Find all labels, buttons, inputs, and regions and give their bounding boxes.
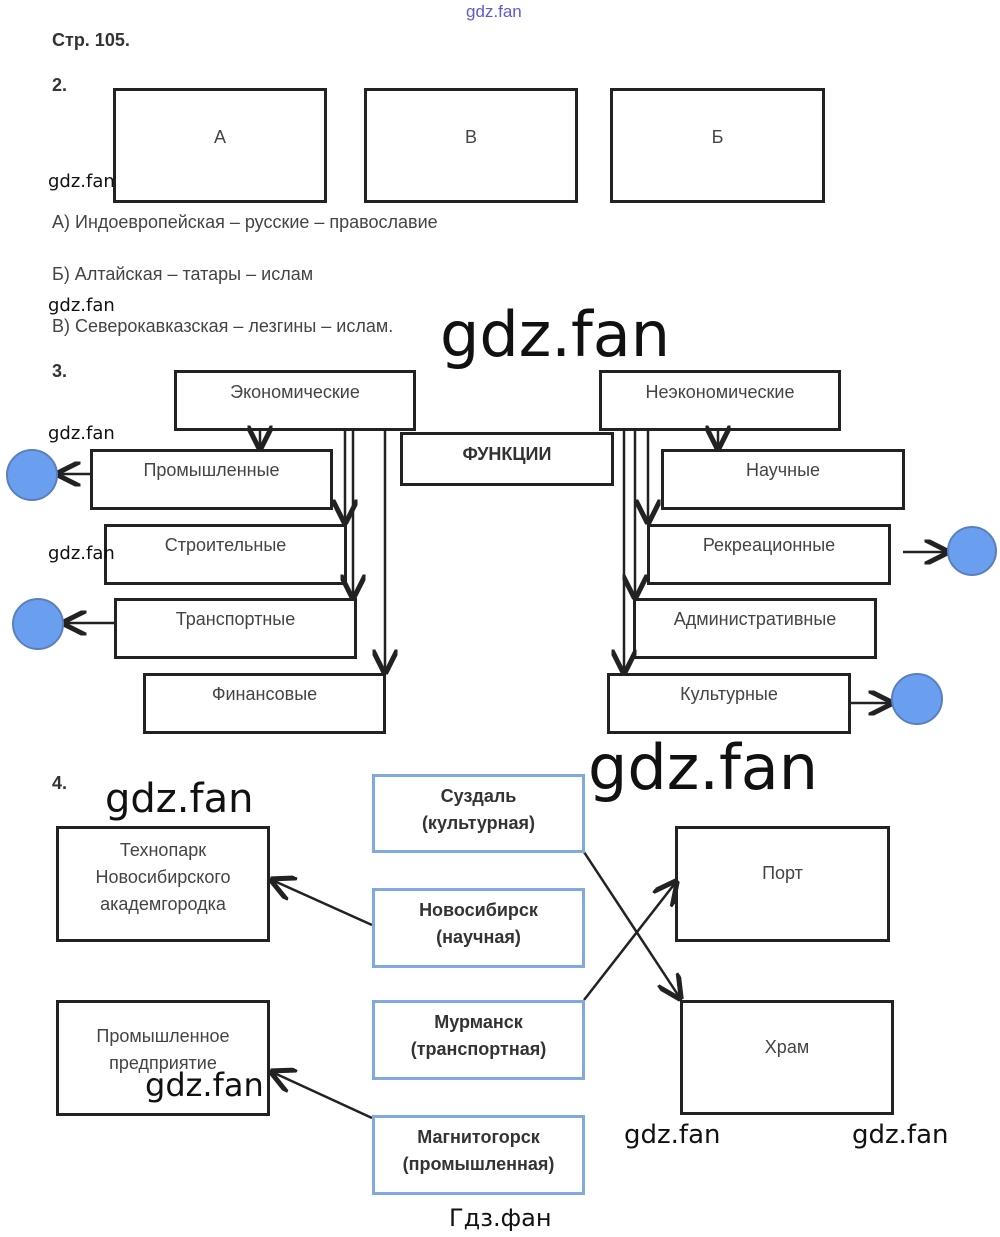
watermark: gdz.fan bbox=[105, 776, 254, 822]
circle-marker bbox=[6, 449, 58, 501]
task-number: 4. bbox=[52, 773, 68, 793]
answer-line: В) Северокавказская – лезгины – ислам. bbox=[52, 316, 394, 336]
page-label: Стр. 105. bbox=[52, 30, 130, 50]
function-box: Финансовые bbox=[143, 673, 386, 734]
watermark: gdz.fan bbox=[852, 1120, 949, 1150]
function-box: Культурные bbox=[607, 673, 851, 734]
watermark: gdz.fan bbox=[48, 423, 115, 444]
non-economic-box: Неэкономические bbox=[599, 370, 841, 431]
arrow bbox=[583, 882, 676, 1001]
function-box: Промышленные bbox=[90, 449, 333, 510]
target-box: Технопарк Новосибирского академгородка bbox=[56, 826, 270, 942]
function-box: Строительные bbox=[104, 524, 347, 585]
watermark: gdz.fan bbox=[466, 2, 522, 21]
city-name: Мурманск bbox=[434, 1012, 523, 1032]
watermark: gdz.fan bbox=[48, 295, 115, 316]
city-box: Суздаль (культурная) bbox=[372, 774, 585, 853]
circle-marker bbox=[12, 598, 64, 650]
city-function: (культурная) bbox=[421, 813, 536, 833]
functions-box: ФУНКЦИИ bbox=[400, 432, 614, 486]
city-function: (транспортная) bbox=[410, 1039, 547, 1059]
city-box: Мурманск (транспортная) bbox=[372, 1000, 585, 1080]
arrow bbox=[272, 880, 373, 927]
task-number: 3. bbox=[52, 361, 68, 381]
answer-line: Б) Алтайская – татары – ислам bbox=[52, 264, 314, 284]
watermark: gdz.fan bbox=[624, 1120, 721, 1150]
city-name: Магнитогорск bbox=[417, 1127, 540, 1147]
watermark: gdz.fan bbox=[145, 1066, 264, 1104]
answer-box: В bbox=[364, 88, 578, 203]
answer-line: А) Индоевропейская – русские – православ… bbox=[52, 212, 438, 232]
function-box: Административные bbox=[633, 598, 877, 659]
function-box: Рекреационные bbox=[647, 524, 891, 585]
target-box: Промышленное предприятие bbox=[56, 1000, 270, 1116]
arrow bbox=[272, 1072, 373, 1120]
function-box: Научные bbox=[661, 449, 905, 510]
watermark: gdz.fan bbox=[48, 171, 115, 192]
watermark: gdz.fan bbox=[440, 298, 671, 371]
footer-watermark: Гдз.фан bbox=[449, 1204, 552, 1232]
answer-box: А bbox=[113, 88, 327, 203]
city-function: (промышленная) bbox=[402, 1154, 555, 1174]
arrow bbox=[582, 851, 680, 998]
watermark: gdz.fan bbox=[588, 731, 819, 804]
answer-box: Б bbox=[610, 88, 825, 203]
circle-marker bbox=[891, 673, 943, 725]
target-box: Порт bbox=[675, 826, 890, 942]
city-name: Суздаль bbox=[440, 786, 517, 806]
task-number: 2. bbox=[52, 75, 68, 95]
city-box: Магнитогорск (промышленная) bbox=[372, 1115, 585, 1195]
city-box: Новосибирск (научная) bbox=[372, 888, 585, 968]
city-function: (научная) bbox=[436, 927, 521, 947]
target-box: Храм bbox=[680, 1000, 894, 1115]
circle-marker bbox=[947, 526, 997, 576]
watermark: gdz.fan bbox=[48, 543, 115, 564]
economic-box: Экономические bbox=[174, 370, 416, 431]
function-box: Транспортные bbox=[114, 598, 357, 659]
city-name: Новосибирск bbox=[419, 900, 538, 920]
